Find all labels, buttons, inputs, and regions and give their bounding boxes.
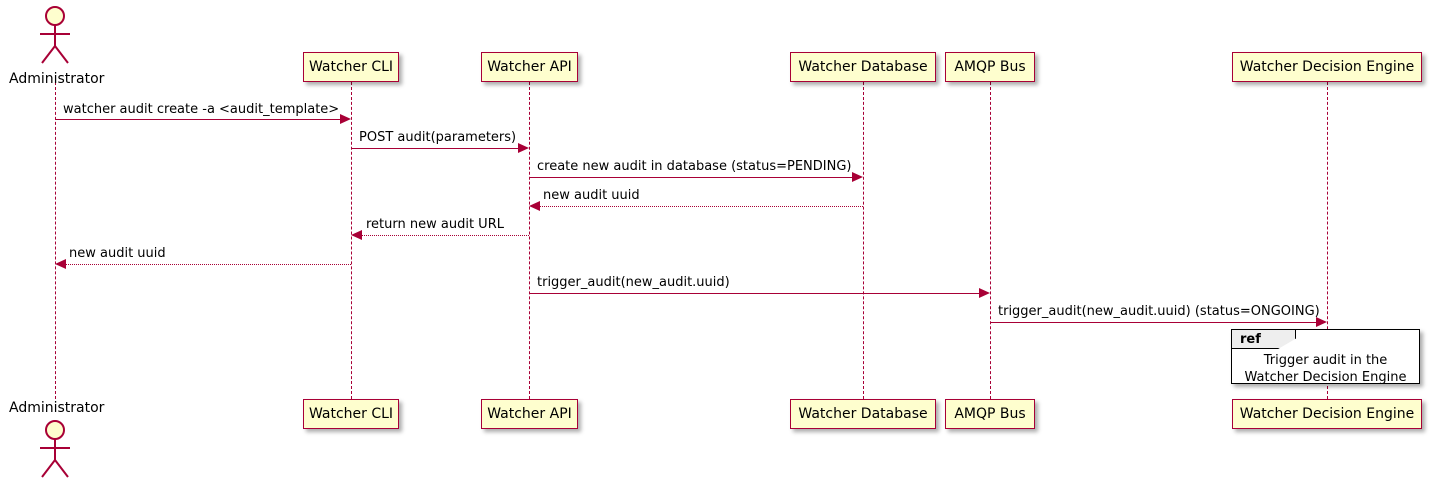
message-line-2 xyxy=(351,148,518,149)
actor-figure-icon xyxy=(40,6,70,64)
participant-watcher-cli-bottom[interactable]: Watcher CLI xyxy=(303,399,399,429)
lifeline-watcher-api xyxy=(529,82,530,399)
message-arrowhead-3 xyxy=(852,172,863,182)
actor-administrator-top[interactable] xyxy=(30,5,80,67)
message-arrowhead-8 xyxy=(1316,317,1327,327)
message-arrowhead-7 xyxy=(979,288,990,298)
message-arrowhead-6 xyxy=(55,259,66,269)
message-label-2: POST audit(parameters) xyxy=(359,130,517,145)
participant-label: Watcher API xyxy=(487,406,572,422)
participant-amqp-bus-top[interactable]: AMQP Bus xyxy=(945,52,1035,82)
participant-amqp-bus-bottom[interactable]: AMQP Bus xyxy=(945,399,1035,429)
ref-fragment-line-2: Watcher Decision Engine xyxy=(1244,370,1407,385)
message-line-3 xyxy=(529,177,852,178)
actor-figure-icon xyxy=(40,420,70,478)
message-label-6: new audit uuid xyxy=(69,246,166,261)
lifeline-administrator xyxy=(55,82,56,399)
message-label-4: new audit uuid xyxy=(543,188,640,203)
message-line-1 xyxy=(55,119,340,120)
message-arrowhead-4 xyxy=(529,201,540,211)
lifeline-watcher-decision-engine xyxy=(1327,82,1328,399)
actor-label-top: Administrator xyxy=(9,71,105,87)
message-arrowhead-2 xyxy=(518,143,529,153)
participant-label: AMQP Bus xyxy=(954,406,1026,422)
message-label-1: watcher audit create -a <audit_template> xyxy=(63,102,340,117)
ref-fragment-tab-label: ref xyxy=(1240,331,1261,347)
actor-label-bottom: Administrator xyxy=(9,400,105,416)
ref-fragment[interactable]: ref Trigger audit in the Watcher Decisio… xyxy=(1231,329,1420,386)
message-label-7: trigger_audit(new_audit.uuid) xyxy=(537,275,730,290)
participant-watcher-database-top[interactable]: Watcher Database xyxy=(790,52,936,82)
message-line-7 xyxy=(529,293,979,294)
actor-administrator-bottom[interactable] xyxy=(30,419,80,481)
participant-label: Watcher API xyxy=(487,59,572,75)
message-arrowhead-5 xyxy=(351,230,362,240)
ref-fragment-line-1: Trigger audit in the xyxy=(1263,353,1388,368)
participant-watcher-api-bottom[interactable]: Watcher API xyxy=(481,399,578,429)
participant-watcher-cli-top[interactable]: Watcher CLI xyxy=(303,52,399,82)
participant-label: Watcher Decision Engine xyxy=(1239,59,1415,75)
message-label-5: return new audit URL xyxy=(366,217,504,232)
message-line-5 xyxy=(362,235,529,236)
lifeline-watcher-database xyxy=(863,82,864,399)
participant-label: Watcher Database xyxy=(798,59,928,75)
message-label-3: create new audit in database (status=PEN… xyxy=(537,159,852,174)
participant-label: Watcher Decision Engine xyxy=(1239,406,1415,422)
participant-watcher-database-bottom[interactable]: Watcher Database xyxy=(790,399,936,429)
participant-label: Watcher CLI xyxy=(308,59,394,75)
participant-watcher-decision-engine-bottom[interactable]: Watcher Decision Engine xyxy=(1232,399,1422,429)
lifeline-amqp-bus xyxy=(990,82,991,399)
ref-fragment-tab: ref xyxy=(1232,330,1296,349)
message-line-6 xyxy=(66,264,351,265)
participant-label: AMQP Bus xyxy=(954,59,1026,75)
message-arrowhead-1 xyxy=(340,114,351,124)
message-line-8 xyxy=(990,322,1316,323)
participant-label: Watcher CLI xyxy=(308,406,394,422)
message-line-4 xyxy=(540,206,863,207)
participant-watcher-api-top[interactable]: Watcher API xyxy=(481,52,578,82)
participant-label: Watcher Database xyxy=(798,406,928,422)
lifeline-watcher-cli xyxy=(351,82,352,399)
participant-watcher-decision-engine-top[interactable]: Watcher Decision Engine xyxy=(1232,52,1422,82)
message-label-8: trigger_audit(new_audit.uuid) (status=ON… xyxy=(998,304,1320,319)
ref-fragment-body: Trigger audit in the Watcher Decision En… xyxy=(1232,352,1419,386)
